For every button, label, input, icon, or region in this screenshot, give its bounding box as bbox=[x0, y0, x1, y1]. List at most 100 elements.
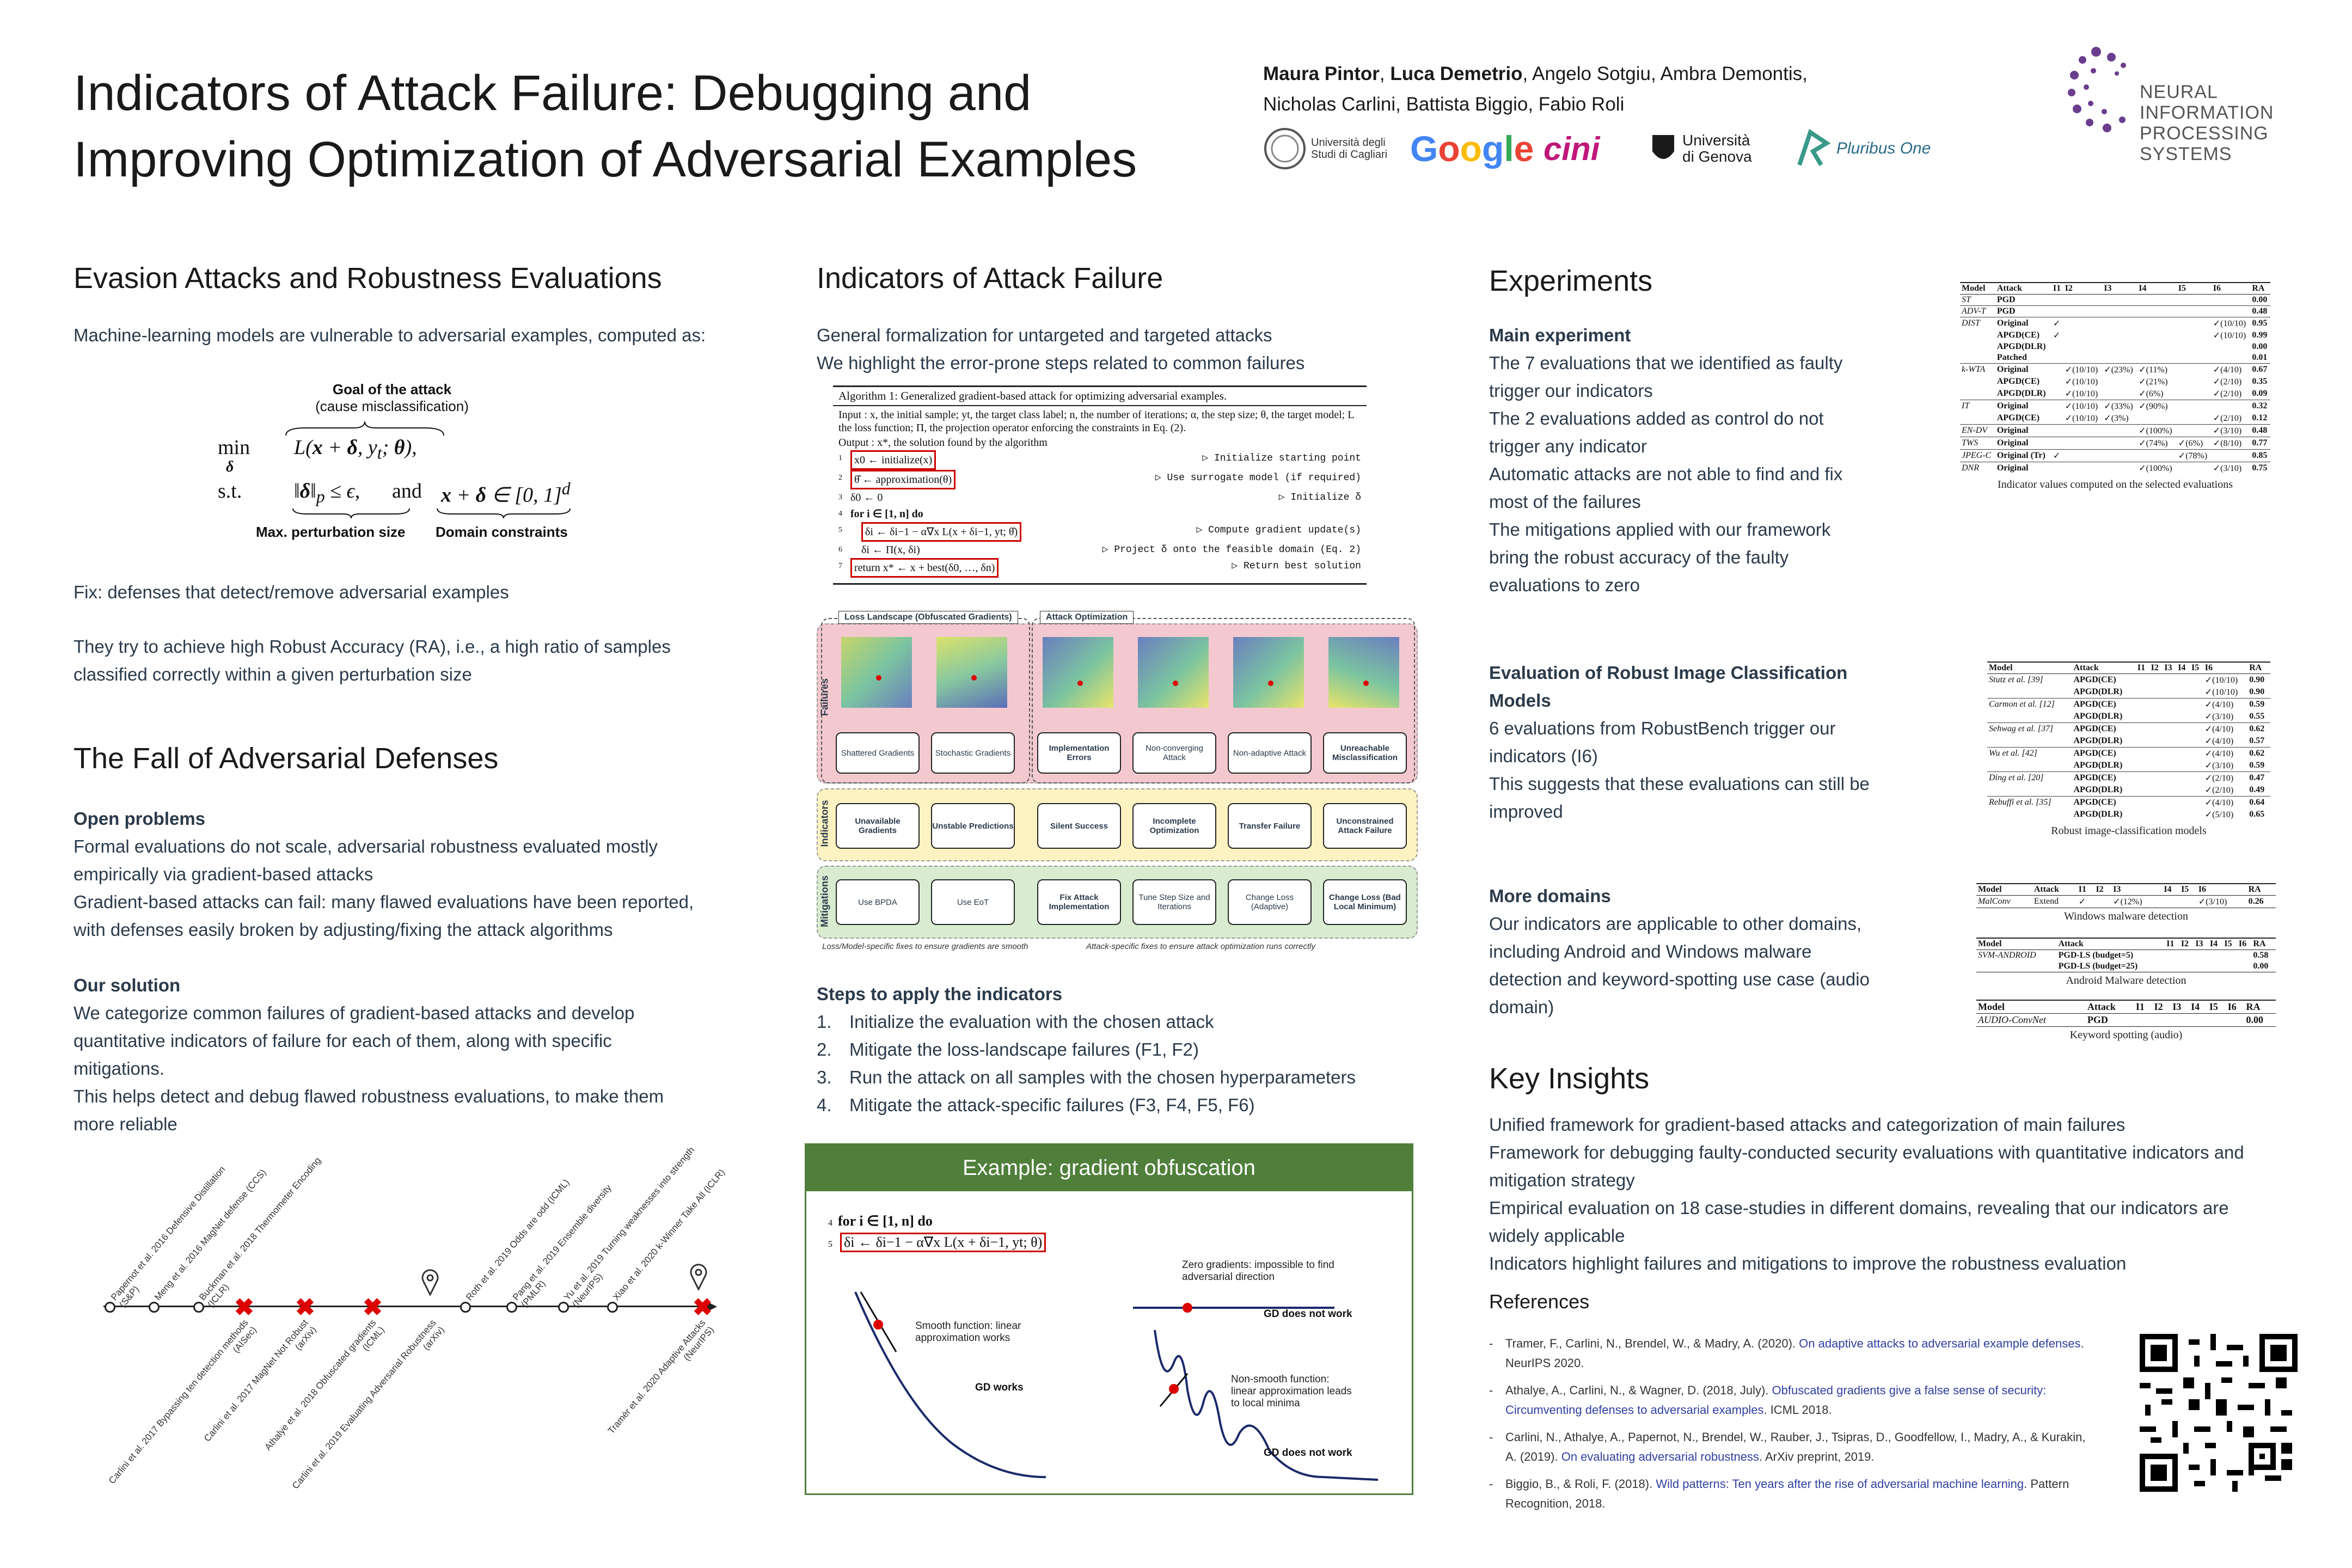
main-line: The 2 evaluations added as control do no… bbox=[1489, 408, 1824, 428]
solution-line: quantitative indicators of failure for e… bbox=[74, 1031, 612, 1051]
pluribus-logo: Pluribus One bbox=[1794, 124, 1946, 173]
algorithm-code: return x* ← x + best(δ0, …, δn) bbox=[850, 558, 999, 578]
mitigation-box: Change Loss (Adaptive) bbox=[1228, 879, 1312, 925]
table-caption: Windows malware detection bbox=[2063, 910, 2188, 922]
algorithm-comment: ▷ Use surrogate model (if required) bbox=[1155, 473, 1361, 483]
robust-title: Models bbox=[1489, 690, 1551, 710]
ra-line-2: classified correctly within a given pert… bbox=[74, 664, 472, 684]
nonsmooth-label: Non-smooth function: linear approximatio… bbox=[1231, 1374, 1352, 1409]
failure-taxonomy-diagram: Loss Landscape (Obfuscated Gradients) At… bbox=[817, 611, 1418, 953]
references-list: -Tramer, F., Carlini, N., Brendel, W., &… bbox=[1489, 1334, 2093, 1521]
reference-link[interactable]: Obfuscated gradients give a false sense … bbox=[1505, 1383, 2047, 1417]
genova-logo: Università di Genova bbox=[1650, 124, 1775, 173]
indicator-box: Incomplete Optimization bbox=[1132, 803, 1216, 849]
failure-box: Shattered Gradients bbox=[836, 732, 920, 774]
location-pin-icon bbox=[690, 1264, 707, 1290]
indicators-intro-line: We highlight the error-prone steps relat… bbox=[817, 353, 1305, 373]
reference-item: -Carlini, N., Athalye, A., Papernot, N.,… bbox=[1489, 1430, 2086, 1463]
reference-link[interactable]: On adaptive attacks to adversarial examp… bbox=[1799, 1337, 2081, 1350]
table-row: APGD(DLR)✓(3/10)0.55 bbox=[2073, 712, 2265, 721]
broken-x-icon: ✖ bbox=[295, 1294, 315, 1321]
indicator-box: Unconstrained Attack Failure bbox=[1323, 803, 1407, 849]
neurips-text: NEURAL INFORMATION PROCESSING SYSTEMS bbox=[2140, 82, 2336, 164]
insight-line: Unified framework for gradient-based att… bbox=[1489, 1114, 2126, 1135]
reference-item: -Tramer, F., Carlini, N., Brendel, W., &… bbox=[1489, 1337, 2084, 1370]
open-line: with defenses easily broken by adjusting… bbox=[74, 920, 613, 940]
ra-text: They try to achieve high Robust Accuracy… bbox=[74, 633, 781, 688]
qr-code[interactable] bbox=[2140, 1334, 2298, 1492]
table-caption: Android Malware detection bbox=[2066, 975, 2186, 987]
insight-line: widely applicable bbox=[1489, 1226, 1625, 1246]
indicators-intro: General formalization for untargeted and… bbox=[817, 321, 1416, 377]
algorithm-output: Output : x*, the solution found by the a… bbox=[838, 437, 1048, 449]
row-label-indicators: Indicators bbox=[819, 800, 830, 847]
neurips-logo: NEURAL INFORMATION PROCESSING SYSTEMS bbox=[2063, 44, 2336, 164]
algorithm-code: δ0 ← 0 bbox=[850, 492, 883, 504]
panel-footnote-left: Loss/Model-specific fixes to ensure grad… bbox=[822, 942, 1028, 951]
table-row: Sehwag et al. [37]APGD(CE)✓(4/10)0.62 bbox=[1987, 722, 2270, 736]
table-row: APGD(DLR)✓(10/10)✓(6%)✓(2/10)0.09 bbox=[1996, 389, 2268, 399]
neurips-line-1: NEURAL INFORMATION bbox=[2140, 82, 2274, 123]
robust-line: This suggests that these evaluations can… bbox=[1489, 774, 1870, 794]
table-row: APGD(DLR)✓(2/10)0.49 bbox=[2073, 785, 2265, 795]
panel-footnote-right: Attack-specific fixes to ensure attack o… bbox=[1086, 942, 1315, 951]
broken-x-icon: ✖ bbox=[234, 1294, 254, 1321]
solution-line: more reliable bbox=[74, 1114, 177, 1134]
table-row: APGD(DLR)✓(4/10)0.57 bbox=[2073, 736, 2265, 746]
table-row: APGD(DLR)✓(10/10)0.90 bbox=[2073, 687, 2265, 697]
table-row: APGD(DLR)✓(3/10)0.59 bbox=[2073, 761, 2265, 770]
open-problems: Open problems Formal evaluations do not … bbox=[74, 805, 781, 944]
mitigation-box: Change Loss (Bad Local Minimum) bbox=[1323, 879, 1407, 925]
fix-text: Fix: defenses that detect/remove adversa… bbox=[74, 582, 509, 602]
neurips-emblem-icon bbox=[2068, 47, 2126, 132]
algorithm-code: θ̂ ← approximation(θ) bbox=[850, 470, 956, 489]
section-indicators-title: Indicators of Attack Failure bbox=[817, 262, 1163, 295]
title-line-1: Indicators of Attack Failure: Debugging … bbox=[74, 65, 1032, 121]
algorithm-box: Algorithm 1: Generalized gradient-based … bbox=[833, 385, 1367, 585]
algorithm-comment: ▷ Initialize δ bbox=[1278, 492, 1361, 503]
cagliari-logo: Università degli Studi di Cagliari bbox=[1263, 124, 1405, 173]
authors-line-2: Nicholas Carlini, Battista Biggio, Fabio… bbox=[1263, 94, 1625, 115]
reference-link[interactable]: On evaluating adversarial robustness bbox=[1561, 1450, 1759, 1463]
domains-line: detection and keyword-spotting use case … bbox=[1489, 969, 1870, 989]
ra-line-1: They try to achieve high Robust Accuracy… bbox=[74, 636, 671, 657]
mitigation-box: Tune Step Size and Iterations bbox=[1132, 879, 1216, 925]
step-item: 2.Mitigate the loss-landscape failures (… bbox=[817, 1039, 1199, 1059]
reference-link[interactable]: Wild patterns: Ten years after the rise … bbox=[1656, 1477, 2024, 1491]
cagliari-text: Università degli Studi di Cagliari bbox=[1311, 137, 1388, 161]
domains-line: domain) bbox=[1489, 997, 1554, 1017]
our-solution: Our solution We categorize common failur… bbox=[74, 971, 781, 1138]
algorithm-code: x0 ← initialize(x) bbox=[850, 450, 936, 470]
robust-line: improved bbox=[1489, 801, 1563, 822]
main-experiment-title: Main experiment bbox=[1489, 325, 1631, 345]
smooth-function-curve bbox=[854, 1291, 1046, 1478]
indicator-box: Transfer Failure bbox=[1228, 803, 1312, 849]
poster-title: Indicators of Attack Failure: Debugging … bbox=[74, 60, 1217, 193]
main-line: bring the robust accuracy of the faulty bbox=[1489, 547, 1789, 567]
main-line: trigger our indicators bbox=[1489, 381, 1653, 401]
key-insights: Unified framework for gradient-based att… bbox=[1489, 1111, 2295, 1277]
broken-x-icon: ✖ bbox=[693, 1294, 713, 1321]
section-experiments-title: Experiments bbox=[1489, 265, 1653, 297]
domains-title: More domains bbox=[1489, 886, 1611, 906]
failure-box: Non-converging Attack bbox=[1132, 732, 1216, 774]
gd-not-work-label: GD does not work bbox=[1264, 1447, 1352, 1459]
reference-item: -Biggio, B., & Roli, F. (2018). Wild pat… bbox=[1489, 1477, 2069, 1510]
mitigation-box: Use EoT bbox=[931, 879, 1015, 925]
row-label-mitigations: Mitigations bbox=[819, 875, 830, 927]
robust-title: Evaluation of Robust Image Classificatio… bbox=[1489, 663, 1848, 683]
timeline-arrow-icon bbox=[705, 1301, 717, 1313]
main-line: trigger any indicator bbox=[1489, 436, 1647, 456]
solution-line: This helps detect and debug flawed robus… bbox=[74, 1086, 664, 1106]
main-experiment: Main experiment The 7 evaluations that w… bbox=[1489, 321, 1925, 599]
solution-title: Our solution bbox=[74, 975, 181, 995]
